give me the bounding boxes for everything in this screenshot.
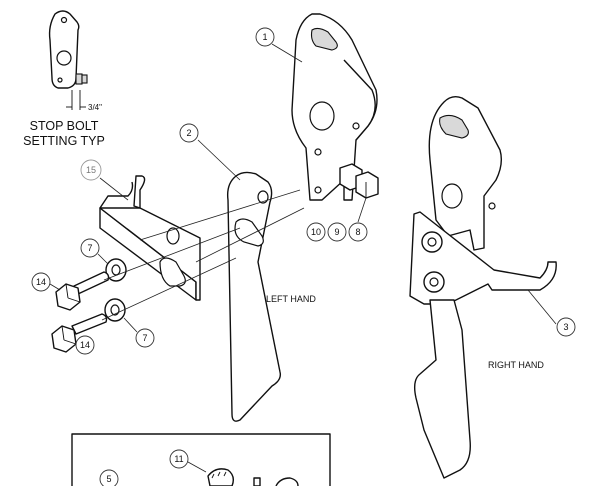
balloon-10: 10 xyxy=(306,222,326,242)
bolt-bottom xyxy=(51,313,108,353)
detail-caption-line1: STOP BOLT xyxy=(30,119,99,133)
balloon-9: 9 xyxy=(327,222,347,242)
left-hand-label: LEFT HAND xyxy=(266,294,316,304)
balloon-15: 15 xyxy=(80,159,102,181)
left-hand-lever xyxy=(226,171,282,422)
leader-lines xyxy=(99,43,557,325)
balloon-3: 3 xyxy=(556,317,576,337)
svg-text:14: 14 xyxy=(36,277,46,287)
balloon-11: 11 xyxy=(169,449,189,469)
balloon-14-bottom: 14 xyxy=(75,335,95,355)
bolt-top xyxy=(55,271,110,311)
svg-text:7: 7 xyxy=(87,243,92,253)
svg-text:3: 3 xyxy=(563,322,568,332)
hook-plate-part xyxy=(291,13,378,201)
svg-text:5: 5 xyxy=(106,474,111,484)
svg-text:8: 8 xyxy=(355,227,360,237)
right-hand-label: RIGHT HAND xyxy=(488,360,544,370)
balloon-1: 1 xyxy=(255,27,275,47)
detail-caption-line2: SETTING TYP xyxy=(23,134,105,148)
lower-detail-box: 5 11 xyxy=(71,433,331,486)
svg-text:7: 7 xyxy=(142,333,147,343)
washer-top xyxy=(105,258,127,282)
balloon-2: 2 xyxy=(179,123,199,143)
balloon-7-bottom: 7 xyxy=(135,328,155,348)
stop-bolt-hardware xyxy=(339,163,379,199)
svg-text:9: 9 xyxy=(334,227,339,237)
svg-text:11: 11 xyxy=(174,454,183,464)
svg-text:2: 2 xyxy=(186,128,191,138)
balloon-8: 8 xyxy=(348,222,368,242)
balloon-5: 5 xyxy=(99,469,119,486)
washer-bottom xyxy=(104,298,126,322)
right-hand-assembly xyxy=(409,95,557,479)
svg-text:14: 14 xyxy=(80,340,90,350)
dimension-text: 3/4" xyxy=(88,103,102,112)
balloon-7-top: 7 xyxy=(80,238,100,258)
balloon-14-top: 14 xyxy=(31,272,51,292)
svg-text:15: 15 xyxy=(86,165,96,175)
bracket-part xyxy=(99,175,201,301)
svg-text:10: 10 xyxy=(311,227,321,237)
svg-text:1: 1 xyxy=(262,32,267,42)
stop-bolt-detail: 3/4" STOP BOLT SETTING TYP xyxy=(23,10,105,148)
